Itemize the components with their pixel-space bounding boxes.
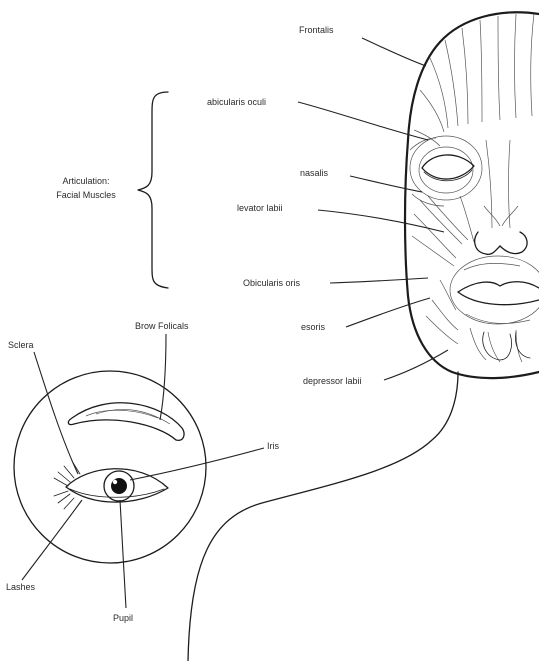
label-sclera: Sclera	[8, 340, 34, 350]
label-depressor-labii: depressor labii	[303, 376, 362, 386]
label-lashes: Lashes	[6, 582, 36, 592]
label-orbicularis-oris: Obicularis oris	[243, 278, 301, 288]
label-iris: Iris	[267, 441, 279, 451]
face-illustration	[188, 12, 539, 661]
label-levator-labii: levator labii	[237, 203, 283, 213]
label-nasalis: nasalis	[300, 168, 329, 178]
orbicularis-oris-muscle	[440, 256, 539, 324]
pupil-highlight	[113, 480, 117, 484]
nasalis-muscle	[475, 140, 527, 254]
eye-inset-circle	[14, 371, 206, 563]
eyebrow	[68, 403, 184, 441]
curly-brace	[138, 92, 168, 288]
neck-outline	[188, 372, 458, 661]
label-frontalis: Frontalis	[299, 25, 334, 35]
label-brow-folicals: Brow Folicals	[135, 321, 189, 331]
head-outline	[405, 12, 539, 378]
eye-labels: Brow Folicals Sclera Iris Lashes Pupil	[6, 321, 279, 623]
depressor-labii-muscle	[426, 300, 530, 362]
label-pupil: Pupil	[113, 613, 133, 623]
levator-labii-muscle	[412, 196, 474, 266]
frontalis-muscle	[414, 14, 534, 146]
face-labels: Frontalis abicularis oculi nasalis levat…	[207, 25, 362, 386]
pupil-shape	[111, 478, 127, 494]
eyelashes	[54, 461, 80, 509]
label-risorius: esoris	[301, 322, 326, 332]
orbicularis-oculi-muscle	[410, 136, 482, 206]
label-orbicularis-oculi: abicularis oculi	[207, 97, 266, 107]
group-label-line2: Facial Muscles	[56, 190, 116, 200]
eye-inset	[14, 371, 206, 563]
group-label-line1: Articulation:	[62, 176, 109, 186]
eye-leader-lines	[22, 334, 264, 608]
